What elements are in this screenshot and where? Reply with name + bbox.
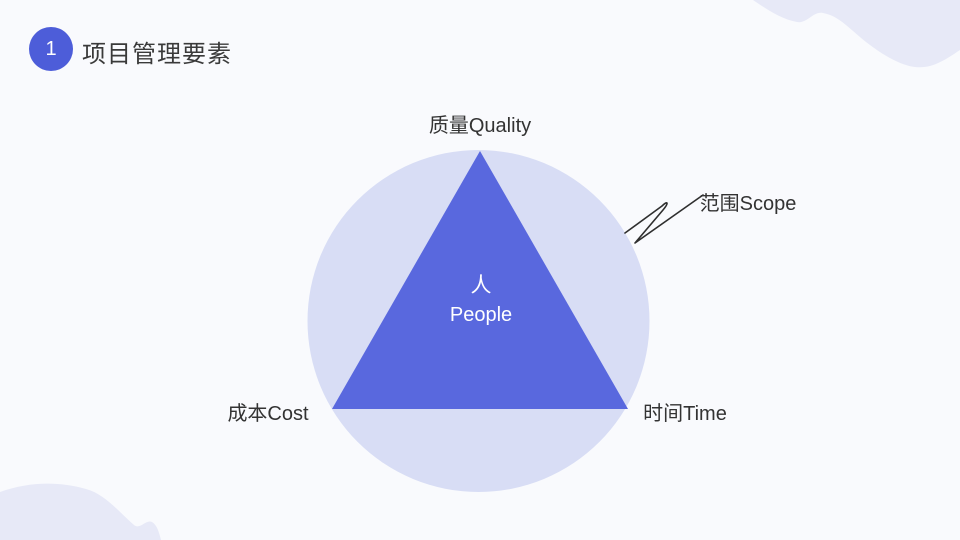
- center-label-cn: 人: [470, 274, 492, 297]
- label-quality: 质量Quality: [428, 115, 532, 137]
- center-label-group: 人 People: [398, 272, 564, 330]
- section-number: 1: [45, 37, 57, 60]
- center-label-en: People: [449, 304, 513, 326]
- wave-decoration-top-right: [753, 0, 960, 68]
- diagram-triangle: [332, 151, 628, 409]
- scope-callout-line: [624, 194, 704, 244]
- wave-decoration-bottom-left: [0, 483, 161, 540]
- label-scope: 范围Scope: [699, 193, 797, 215]
- label-cost: 成本Cost: [227, 403, 309, 425]
- page-title: 项目管理要素: [82, 41, 232, 68]
- section-number-badge: 1: [29, 27, 73, 71]
- label-time: 时间Time: [643, 403, 727, 425]
